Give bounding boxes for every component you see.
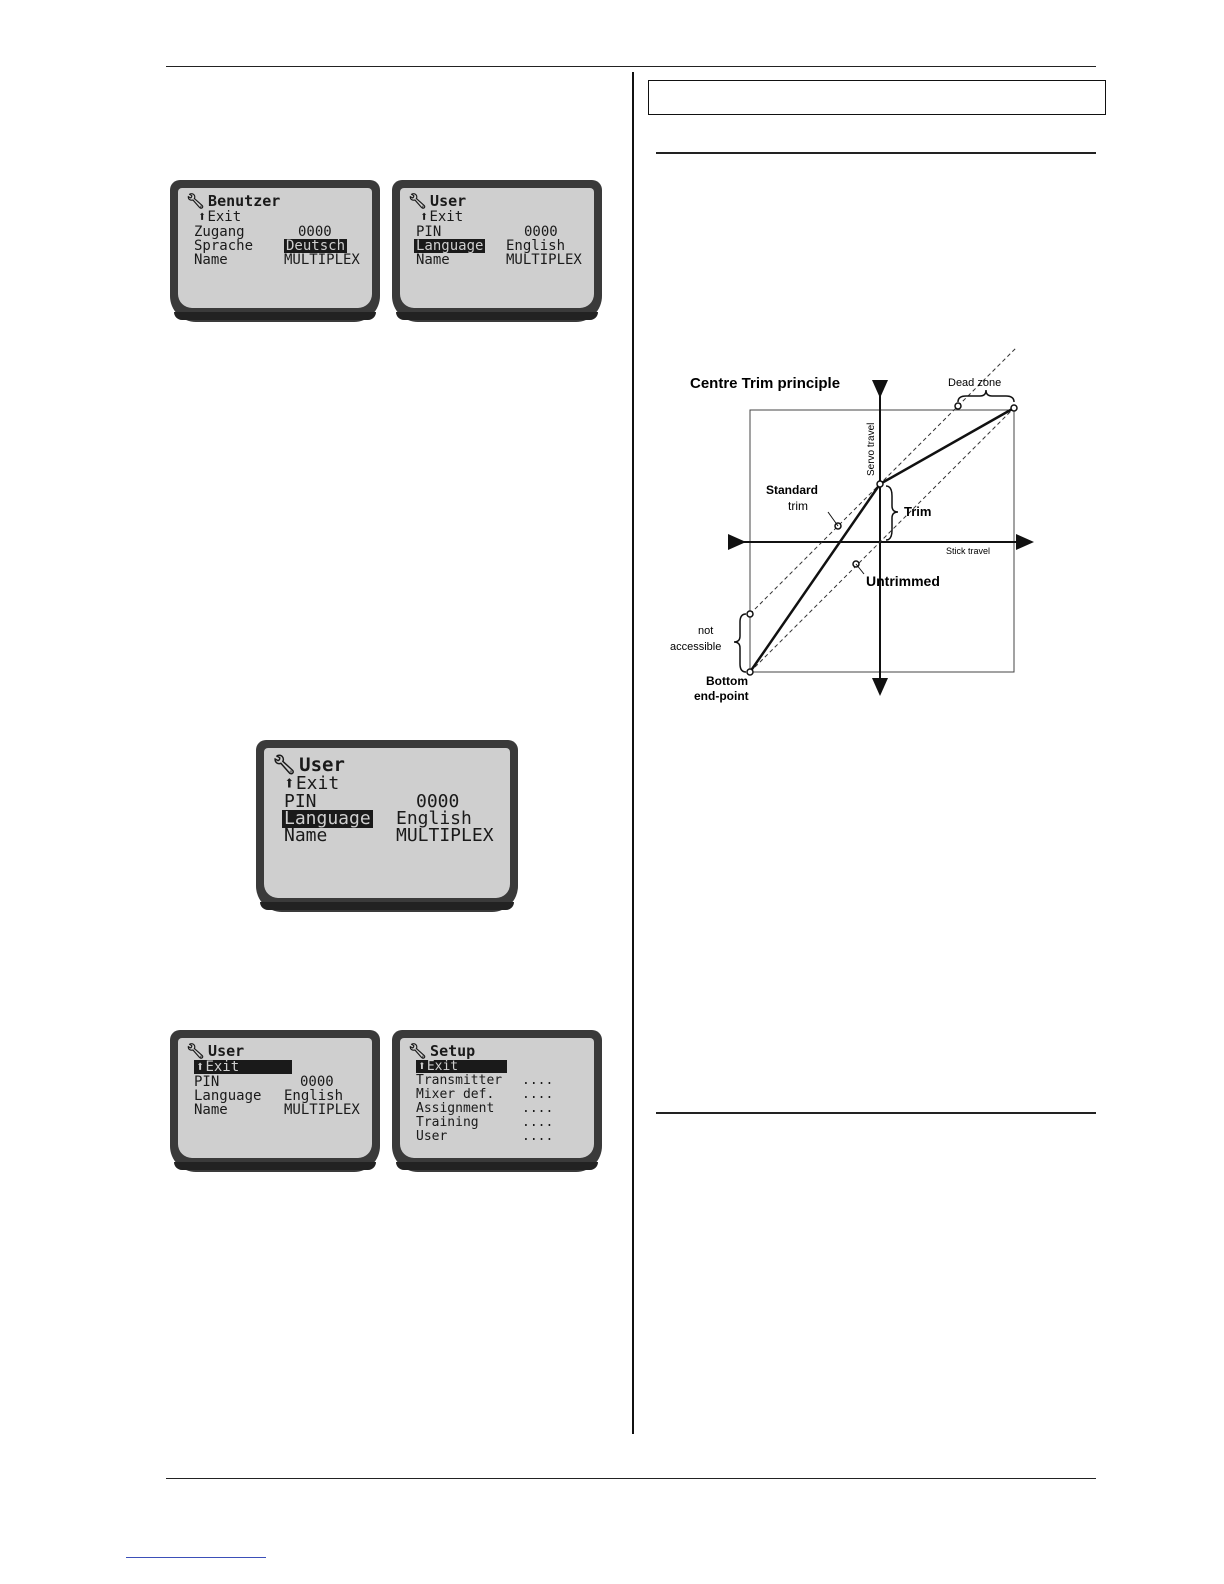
menu-row-value: 0000 [416,791,460,812]
menu-row-value: .... [522,1073,554,1088]
not-accessible-label: accessible [670,641,721,653]
header-rule [166,66,1096,67]
menu-row-label[interactable]: Language [194,1088,262,1104]
screen-title: User [430,192,467,210]
menu-row-value: .... [522,1115,554,1130]
menu-row-label[interactable]: Name [194,252,228,268]
subsection-rule-top [656,152,1096,154]
untrimmed-line [749,407,1015,673]
lcd-screen-user: 🔧︎User ⬆︎Exit PIN 0000 Language English … [392,180,602,322]
menu-row-label[interactable]: PIN [194,1074,220,1090]
menu-row-value: .... [522,1101,554,1116]
endpoint-marker [746,610,754,618]
column-divider [632,72,634,1434]
menu-row-value: MULTIPLEX [506,252,582,268]
endpoint-marker [876,480,884,488]
menu-row-value: MULTIPLEX [284,252,360,268]
menu-row-value: .... [522,1087,554,1102]
menu-row-label[interactable]: Sprache [194,238,254,254]
exit-item[interactable]: Exit [207,209,242,225]
centre-trim-diagram: Centre Trim principle Dead zone Servo tr… [670,347,1034,703]
menu-row-value: 0000 [300,1074,334,1090]
endpoint-marker [954,402,962,410]
footer-rule [166,1478,1096,1479]
bottom-endpoint-label: end-point [694,689,749,703]
exit-arrow-icon: ⬆︎ [284,773,295,794]
not-accessible-label: not [698,625,713,637]
not-accessible-brace [733,613,747,673]
bottom-endpoint-label: Bottom [706,674,748,688]
menu-row-label[interactable]: Name [416,252,450,268]
lcd-screen-setup: 🔧︎Setup ⬆︎Exit Transmitter .... Mixer de… [392,1030,602,1172]
exit-arrow-icon: ⬆︎ [198,209,207,225]
untrimmed-leader [855,563,865,575]
diagram-title: Centre Trim principle [690,375,840,392]
servo-travel-label: Servo travel [866,423,877,476]
exit-item[interactable]: Exit [295,773,340,794]
lcd-screen-benutzer: 🔧︎Benutzer ⬆︎Exit Zugang 0000 Sprache De… [170,180,380,322]
trim-label: Trim [904,504,931,519]
menu-row-value: English [396,808,472,829]
menu-row-label[interactable]: PIN [416,224,442,240]
menu-row-label[interactable]: Name [194,1102,228,1118]
subsection-rule-bottom [656,1112,1096,1114]
exit-arrow-icon: ⬆︎ [420,209,429,225]
menu-row-label[interactable]: Mixer def. [416,1087,495,1102]
menu-row-label[interactable]: Assignment [416,1101,495,1116]
wrench-icon: 🔧︎ [408,1042,428,1060]
menu-row-value: English [284,1088,344,1104]
exit-item-selected[interactable]: Exit [426,1059,459,1074]
menu-row-label-selected[interactable]: Language [414,238,486,254]
endpoint-marker [746,668,754,676]
untrimmed-label: Untrimmed [866,573,940,589]
menu-row-value-selected: Deutsch [284,238,348,254]
dead-zone-brace [957,389,1015,403]
dead-zone-label: Dead zone [948,377,1001,389]
menu-row-value: .... [522,1129,554,1144]
endpoint-marker [1010,404,1018,412]
menu-row-label[interactable]: User [416,1129,448,1144]
wrench-icon: 🔧︎ [272,754,297,776]
menu-row-label[interactable]: Training [416,1115,479,1130]
menu-row-value: MULTIPLEX [396,825,494,846]
standard-trim-leader [827,511,839,527]
screen-title: Setup [430,1042,476,1060]
wrench-icon: 🔧︎ [408,192,428,210]
screen-title: Benutzer [208,192,281,210]
wrench-icon: 🔧︎ [186,1042,206,1060]
exit-item-selected[interactable]: Exit [205,1059,240,1075]
menu-row-value: 0000 [298,224,332,240]
menu-row-label-selected[interactable]: Language [282,808,373,829]
standard-trim-label: Standard [766,483,818,497]
menu-row-label[interactable]: Zugang [194,224,245,240]
wrench-icon: 🔧︎ [186,192,206,210]
menu-row-value: 0000 [524,224,558,240]
exit-arrow-icon: ⬆︎ [418,1059,426,1074]
screen-title: User [208,1042,245,1060]
lcd-screen-user-exit: 🔧︎User ⬆︎Exit PIN 0000 Language English … [170,1030,380,1172]
menu-row-label[interactable]: Name [284,825,328,846]
stick-travel-label: Stick travel [946,546,990,556]
menu-row-label[interactable]: Transmitter [416,1073,503,1088]
menu-row-value: English [506,238,566,254]
standard-trim-label: trim [788,499,808,513]
menu-row-label[interactable]: PIN [284,791,317,812]
exit-item[interactable]: Exit [429,209,464,225]
section-heading-box [648,80,1106,115]
trim-brace [885,485,899,541]
screen-title: User [299,754,345,776]
menu-row-value: MULTIPLEX [284,1102,360,1118]
lcd-screen-user-large: 🔧︎User ⬆︎Exit PIN 0000 Language English … [256,740,518,912]
exit-arrow-icon: ⬆︎ [196,1059,205,1075]
footer-link-underline [126,1557,266,1558]
